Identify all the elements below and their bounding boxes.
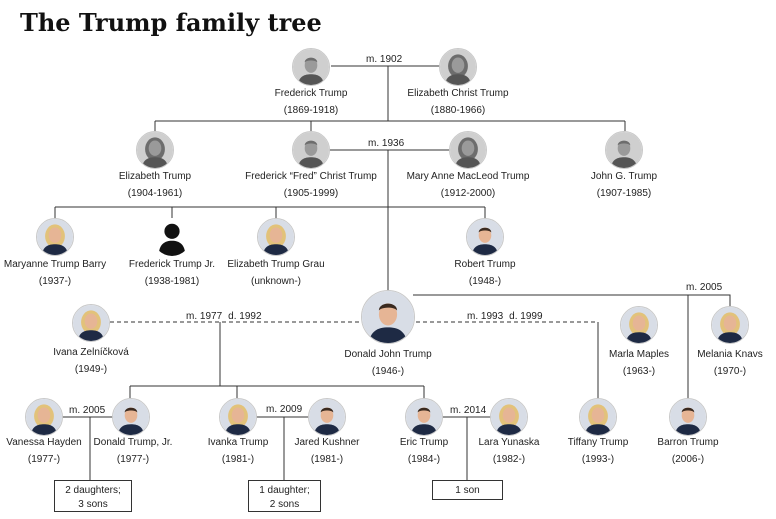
marriage-melania: m. 2005: [686, 282, 723, 293]
page-title: The Trump family tree: [20, 8, 322, 37]
person-years: (1869-1918): [283, 105, 339, 116]
bw-portrait-icon: [605, 131, 643, 169]
color-portrait-icon: [579, 398, 617, 436]
person-years: (1981-): [310, 454, 344, 465]
person-name: Vanessa Hayden: [6, 437, 82, 448]
person-name: Barron Trump: [657, 437, 719, 448]
person-name: Ivana Zelníčková: [53, 347, 129, 358]
person-name: Elizabeth Christ Trump: [407, 88, 509, 99]
marriage-1936: m. 1936: [368, 138, 405, 149]
person-years: (1977-): [116, 454, 150, 465]
color-portrait-icon: [72, 304, 110, 342]
person-years: (1977-): [27, 454, 61, 465]
person-name: Robert Trump: [454, 259, 516, 270]
bw-portrait-icon: [449, 131, 487, 169]
person-years: (1970-): [713, 366, 747, 377]
person-years: (1948-): [468, 276, 502, 287]
person-name: Jared Kushner: [294, 437, 360, 448]
person-years: (1905-1999): [283, 188, 339, 199]
person-name: Donald Trump, Jr.: [93, 437, 173, 448]
silhouette-icon: [153, 218, 191, 256]
person-name: Eric Trump: [399, 437, 449, 448]
person-years: (1904-1961): [127, 188, 183, 199]
marriage-ivanka: m. 2009: [266, 404, 303, 415]
bw-portrait-icon: [292, 131, 330, 169]
person-name: Mary Anne MacLeod Trump: [406, 171, 530, 182]
person-years: (1946-): [371, 366, 405, 377]
person-name: Elizabeth Trump: [118, 171, 192, 182]
color-portrait-icon: [711, 306, 749, 344]
marriage-don-jr: m. 2005: [69, 405, 106, 416]
color-portrait-icon: [112, 398, 150, 436]
children-box-don-jr: 2 daughters;3 sons: [54, 480, 132, 512]
color-portrait-icon: [405, 398, 443, 436]
person-years: (1938-1981): [144, 276, 200, 287]
bw-portrait-icon: [292, 48, 330, 86]
color-portrait-icon: [257, 218, 295, 256]
person-years: (1937-): [38, 276, 72, 287]
person-years: (1912-2000): [440, 188, 496, 199]
bw-portrait-icon: [439, 48, 477, 86]
person-name: John G. Trump: [590, 171, 658, 182]
person-name: Maryanne Trump Barry: [3, 259, 107, 270]
person-years: (1984-): [407, 454, 441, 465]
person-name: Marla Maples: [608, 349, 670, 360]
color-portrait-icon: [669, 398, 707, 436]
person-years: (1907-1985): [596, 188, 652, 199]
person-years: (2006-): [671, 454, 705, 465]
color-portrait-icon: [620, 306, 658, 344]
color-portrait-icon: [36, 218, 74, 256]
person-name: Ivanka Trump: [207, 437, 269, 448]
bw-portrait-icon: [136, 131, 174, 169]
marriage-1902: m. 1902: [366, 54, 403, 65]
person-years: (1949-): [74, 364, 108, 375]
person-name: Tiffany Trump: [567, 437, 629, 448]
person-name: Melania Knavs: [697, 349, 763, 360]
color-portrait-icon: [308, 398, 346, 436]
person-years: (unknown-): [250, 276, 302, 287]
person-name: Frederick Trump Jr.: [128, 259, 216, 270]
person-name: Lara Yunaska: [478, 437, 540, 448]
person-years: (1963-): [622, 366, 656, 377]
person-name: Frederick Trump: [274, 88, 348, 99]
color-portrait-icon: [361, 290, 415, 344]
person-years: (1880-1966): [430, 105, 486, 116]
person-years: (1982-): [492, 454, 526, 465]
color-portrait-icon: [219, 398, 257, 436]
children-box-eric: 1 son: [432, 480, 503, 500]
children-box-ivanka: 1 daughter;2 sons: [248, 480, 321, 512]
marriage-eric: m. 2014: [450, 405, 487, 416]
marriage-line-melania: [413, 294, 731, 306]
person-years: (1981-): [221, 454, 255, 465]
color-portrait-icon: [466, 218, 504, 256]
color-portrait-icon: [25, 398, 63, 436]
person-years: (1993-): [581, 454, 615, 465]
person-name: Elizabeth Trump Grau: [227, 259, 325, 270]
color-portrait-icon: [490, 398, 528, 436]
person-name: Frederick “Fred” Christ Trump: [245, 171, 377, 182]
person-name: Donald John Trump: [344, 349, 432, 360]
